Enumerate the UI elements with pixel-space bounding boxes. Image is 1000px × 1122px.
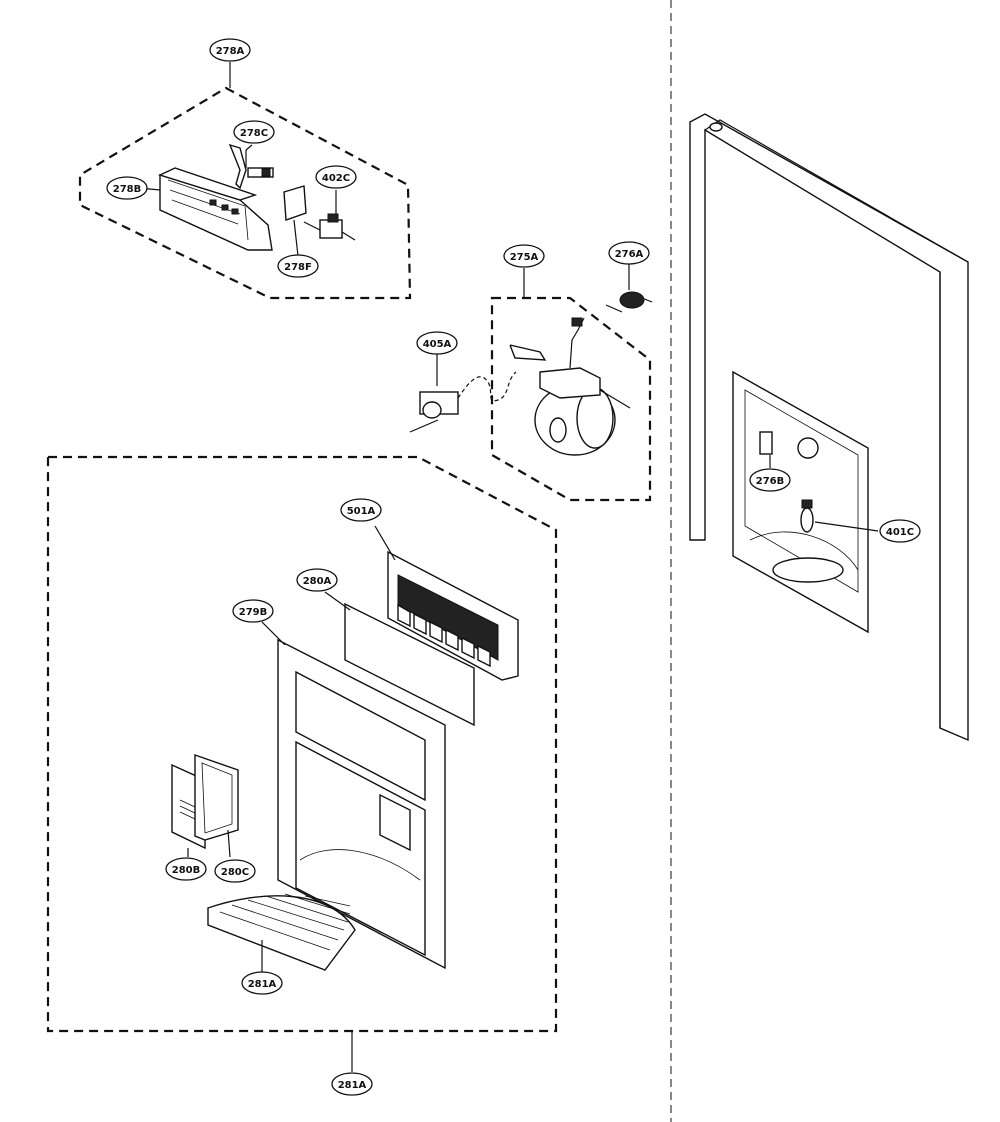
- svg-text:278C: 278C: [240, 128, 268, 139]
- svg-text:402C: 402C: [322, 173, 350, 184]
- svg-text:278B: 278B: [113, 184, 142, 195]
- svg-text:278A: 278A: [216, 46, 245, 57]
- part-278C: [228, 143, 274, 190]
- callout-405A: 405A: [416, 331, 458, 355]
- svg-text:275A: 275A: [510, 252, 539, 263]
- part-401C-lamp: [800, 499, 879, 533]
- group-275A-outline: [490, 296, 652, 502]
- part-279B: [261, 621, 446, 970]
- svg-text:280A: 280A: [303, 576, 332, 587]
- door-assembly: [689, 113, 969, 742]
- part-280A: [324, 591, 475, 727]
- svg-text:279B: 279B: [239, 607, 268, 618]
- svg-text:280C: 280C: [221, 867, 249, 878]
- callout-278B: 278B: [106, 176, 148, 200]
- callout-402C: 402C: [315, 165, 357, 189]
- part-276A-spring: [605, 264, 653, 313]
- callout-281A-inner: 281A: [241, 971, 283, 995]
- callout-275A: 275A: [503, 244, 545, 268]
- part-501A: [374, 525, 519, 681]
- callout-278A: 278A: [209, 38, 251, 62]
- dispenser-recess: [732, 370, 869, 634]
- part-405A-solenoid: [409, 354, 517, 433]
- group-278A: [78, 62, 412, 300]
- svg-text:281A: 281A: [338, 1080, 367, 1091]
- part-281A-tray: [207, 893, 356, 972]
- callout-280C: 280C: [214, 859, 256, 883]
- callout-280A: 280A: [296, 568, 338, 592]
- group-281A-outline: [46, 455, 558, 1033]
- callout-276B: 276B: [749, 468, 791, 492]
- callout-501A: 501A: [340, 498, 382, 522]
- part-280C: [194, 754, 239, 858]
- callout-278C: 278C: [233, 120, 275, 144]
- part-278F: [283, 185, 307, 221]
- callout-281A-outer: 281A: [331, 1072, 373, 1096]
- part-402C: [303, 190, 356, 241]
- callout-280B: 280B: [165, 857, 207, 881]
- svg-text:405A: 405A: [423, 339, 452, 350]
- svg-text:280B: 280B: [172, 865, 201, 876]
- svg-text:401C: 401C: [886, 527, 914, 538]
- callout-276A: 276A: [608, 241, 650, 265]
- part-276B: [759, 431, 773, 468]
- svg-text:276B: 276B: [756, 476, 785, 487]
- group-275A: [490, 268, 652, 502]
- svg-text:281A: 281A: [248, 979, 277, 990]
- part-275A-motor: [509, 317, 631, 456]
- svg-text:276A: 276A: [615, 249, 644, 260]
- callout-278F: 278F: [277, 254, 319, 278]
- group-281A: [46, 455, 558, 1072]
- callout-279B: 279B: [232, 599, 274, 623]
- svg-text:501A: 501A: [347, 506, 376, 517]
- svg-text:278F: 278F: [284, 262, 312, 273]
- part-278B: [158, 167, 273, 251]
- callout-401C: 401C: [879, 519, 921, 543]
